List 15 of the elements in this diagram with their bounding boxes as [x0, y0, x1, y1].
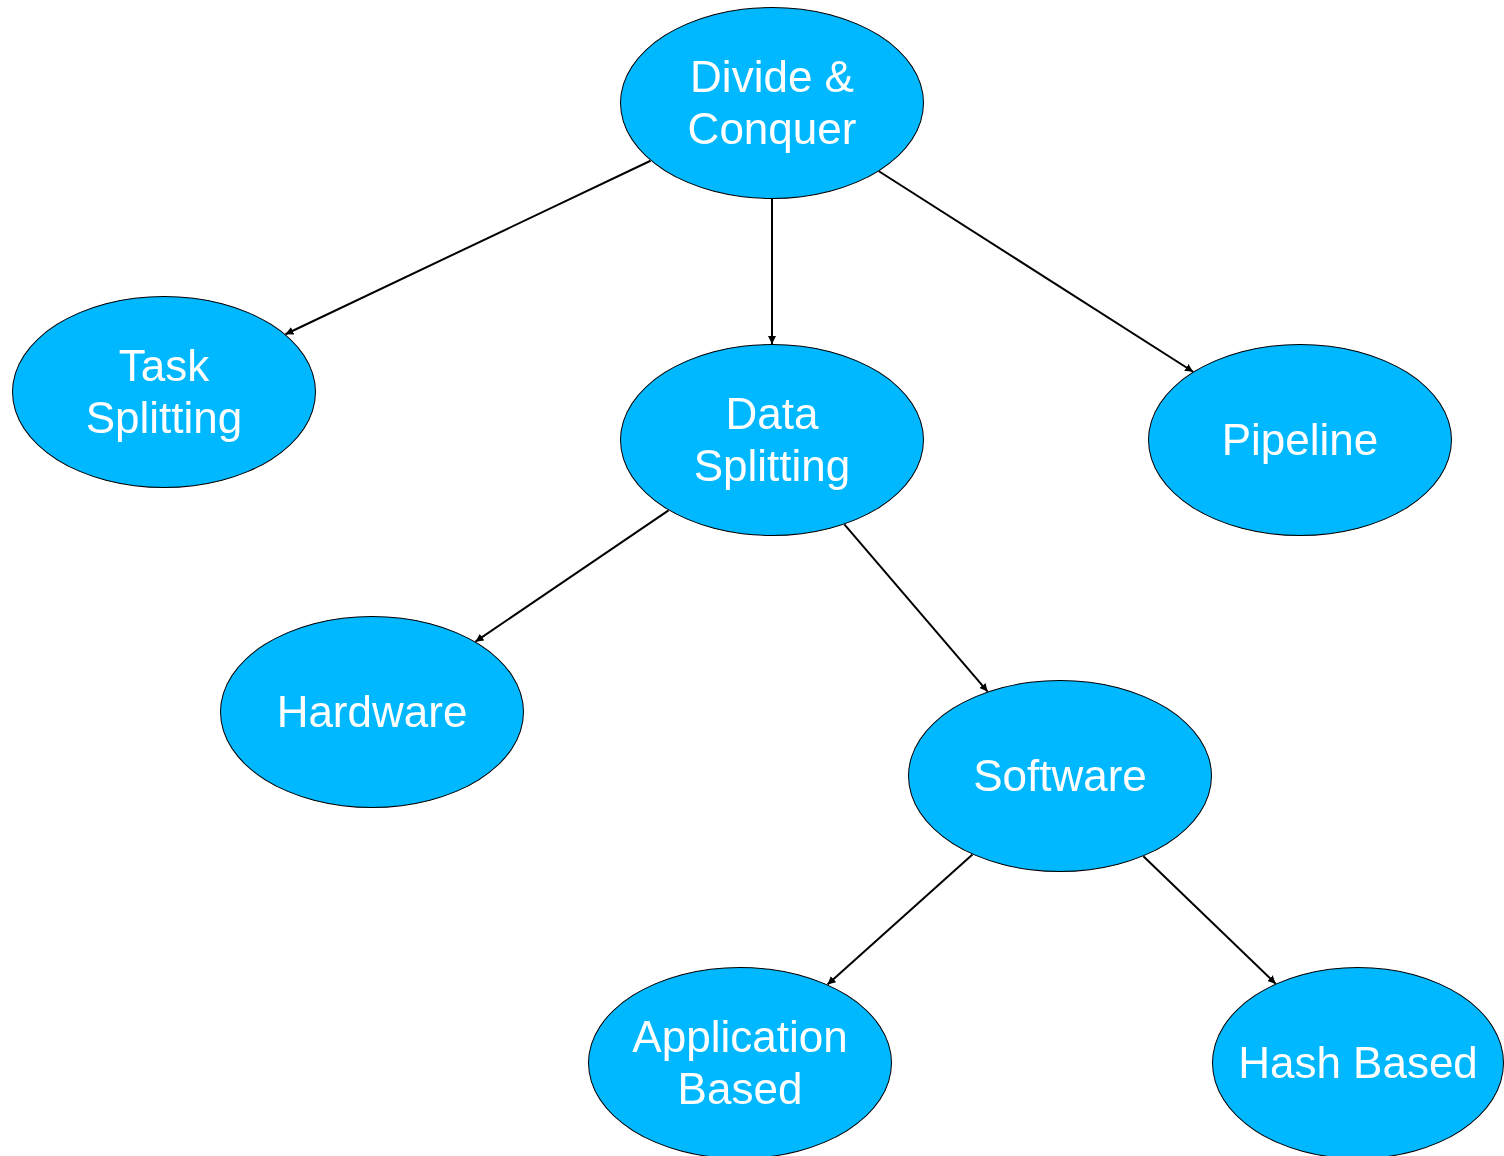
arrow [843, 523, 989, 693]
arrow [877, 170, 1195, 373]
node-label: Software [973, 750, 1147, 802]
node-label: Data Splitting [692, 388, 852, 492]
arrow [474, 509, 670, 643]
arrow [1142, 855, 1277, 985]
arrow [768, 198, 776, 345]
node-label: Divide & Conquer [686, 51, 858, 155]
node-label: Hash Based [1238, 1037, 1478, 1089]
node-label: Application Based [631, 1011, 849, 1115]
arrow [826, 853, 974, 986]
arrow [284, 159, 652, 336]
node-label: Task Splitting [84, 340, 244, 444]
node-label: Hardware [276, 686, 468, 738]
node-label: Pipeline [1221, 414, 1379, 466]
